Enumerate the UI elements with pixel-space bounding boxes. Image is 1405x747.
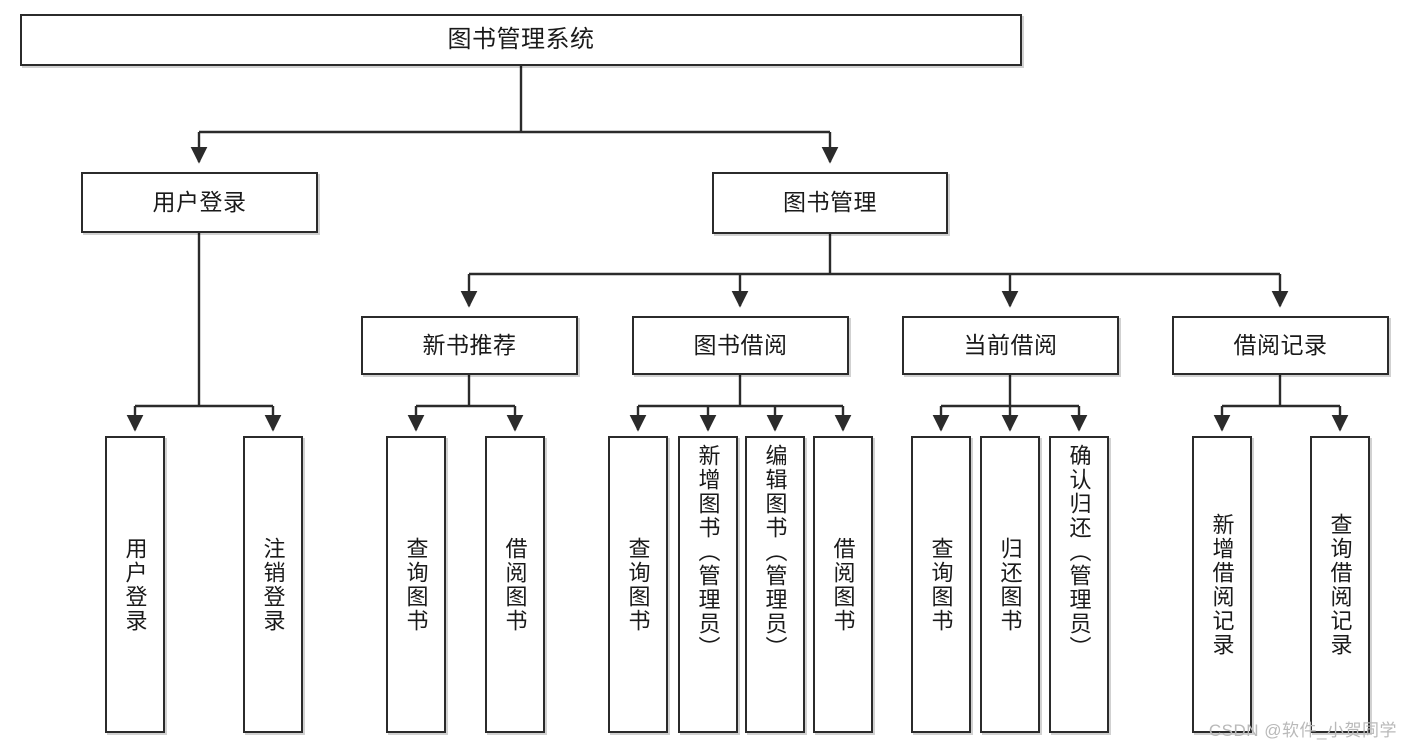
node-label: 新书推荐 (422, 331, 517, 358)
node-user-login[interactable]: 用户登录 (81, 172, 318, 233)
node-current-borrow[interactable]: 当前借阅 (902, 316, 1119, 375)
node-label: 借阅记录 (1233, 331, 1328, 358)
leaf-query-book-borrow[interactable]: 查询图书 (608, 436, 668, 733)
node-label: 编辑图书（管理员） (762, 444, 788, 660)
node-label: 确认归还（管理员） (1066, 444, 1092, 660)
leaf-confirm-return-admin[interactable]: 确认归还（管理员） (1049, 436, 1109, 733)
node-label: 当前借阅 (963, 331, 1058, 358)
node-label: 用户登录 (152, 188, 247, 215)
node-book-management[interactable]: 图书管理 (712, 172, 948, 234)
node-label: 新增图书（管理员） (695, 444, 721, 660)
node-label: 用户登录 (122, 536, 148, 633)
leaf-edit-book-admin[interactable]: 编辑图书（管理员） (745, 436, 805, 733)
watermark-text: CSDN @软件_小贺同学 (1208, 721, 1397, 740)
node-label: 图书管理 (783, 189, 877, 216)
node-label: 查询图书 (403, 536, 429, 633)
leaf-query-book-current[interactable]: 查询图书 (911, 436, 971, 733)
leaf-query-borrow-record[interactable]: 查询借阅记录 (1310, 436, 1370, 733)
leaf-user-login[interactable]: 用户登录 (105, 436, 165, 733)
node-label: 借阅图书 (502, 536, 528, 633)
node-label: 图书管理系统 (447, 25, 595, 53)
leaf-return-book[interactable]: 归还图书 (980, 436, 1040, 733)
leaf-add-borrow-record[interactable]: 新增借阅记录 (1192, 436, 1252, 733)
node-label: 新增借阅记录 (1209, 512, 1235, 657)
node-label: 归还图书 (997, 536, 1023, 633)
node-book-borrow[interactable]: 图书借阅 (632, 316, 849, 375)
node-new-book-recommend[interactable]: 新书推荐 (361, 316, 578, 375)
node-borrow-record[interactable]: 借阅记录 (1172, 316, 1389, 375)
leaf-borrow-book[interactable]: 借阅图书 (813, 436, 873, 733)
node-label: 注销登录 (260, 536, 286, 633)
leaf-logout-login[interactable]: 注销登录 (243, 436, 303, 733)
node-label: 查询图书 (928, 536, 954, 633)
leaf-query-book-recommend[interactable]: 查询图书 (386, 436, 446, 733)
node-root-system[interactable]: 图书管理系统 (20, 14, 1022, 66)
leaf-add-book-admin[interactable]: 新增图书（管理员） (678, 436, 738, 733)
leaf-borrow-book-recommend[interactable]: 借阅图书 (485, 436, 545, 733)
node-label: 借阅图书 (830, 536, 856, 633)
node-label: 查询图书 (625, 536, 651, 633)
node-label: 查询借阅记录 (1327, 512, 1353, 657)
node-label: 图书借阅 (693, 331, 788, 358)
